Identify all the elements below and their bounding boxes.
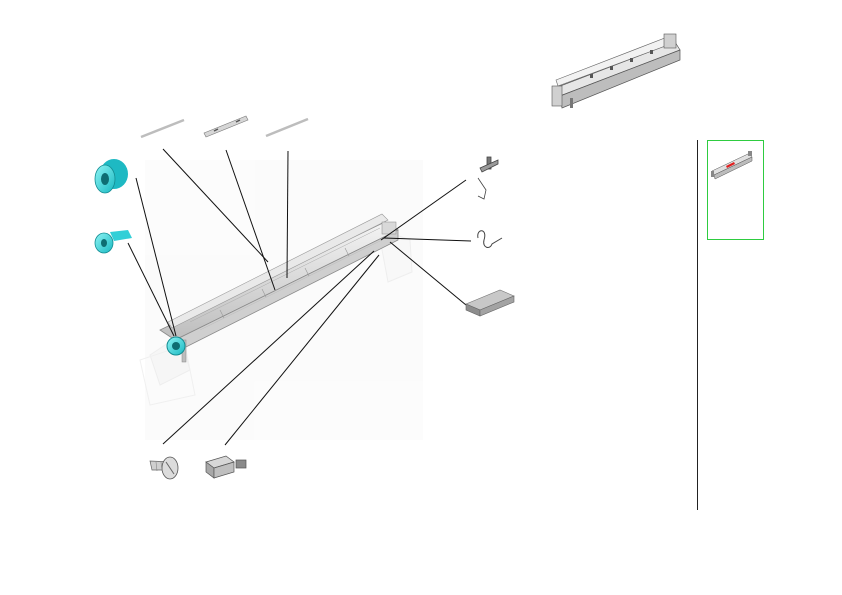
panel-divider: [697, 140, 698, 510]
assembly-preview: [551, 33, 681, 109]
leader-lines: [127, 148, 472, 446]
rod-right: [265, 117, 309, 138]
roller-cyan: [94, 159, 128, 194]
pad-block: [465, 289, 515, 317]
ghost-assembly: [139, 160, 423, 440]
knob-cyan: [94, 230, 132, 254]
thumbnail-image: [711, 151, 753, 180]
rod-left: [140, 118, 185, 139]
assembly-thumbnail[interactable]: [707, 140, 764, 240]
screw: [149, 456, 179, 480]
wire-spring: [477, 230, 503, 248]
bracket-spring: [477, 156, 499, 200]
clip-bracket: [205, 455, 247, 479]
bracket-strip: [203, 115, 249, 138]
main-rail-assembly: [159, 213, 399, 363]
